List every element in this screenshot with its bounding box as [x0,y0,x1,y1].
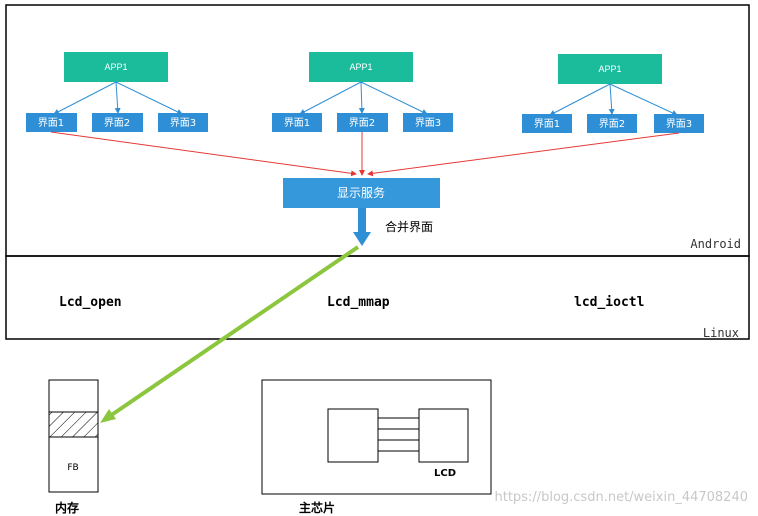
func-lcd-ioctl: lcd_ioctl [574,295,644,310]
page-label-3: 界面3 [666,118,692,130]
page-box-3 [403,113,453,132]
watermark: https://blog.csdn.net/weixin_44708240 [494,490,748,505]
page-box-3 [158,113,208,132]
page-label-2: 界面2 [104,117,130,129]
app-label: APP1 [104,62,127,72]
page-label-1: 界面1 [38,117,64,129]
memory-block: FB [48,379,99,493]
app-label: APP1 [598,64,621,74]
app-label: APP1 [349,62,372,72]
display-service-box [283,178,440,208]
page-box-1 [26,113,77,132]
app-group-2: APP1 界面1 界面2 界面3 [272,52,453,132]
merge-lines [50,131,680,177]
app-box [64,52,168,82]
app-box [558,54,662,84]
fb-hatched-region [48,411,99,438]
green-arrow [100,245,360,423]
func-lcd-mmap: Lcd_mmap [327,295,390,310]
display-service-label: 显示服务 [337,185,385,200]
merge-label: 合并界面 [385,219,433,234]
fb-label: FB [67,463,78,473]
main-chip: LCD [261,379,492,495]
android-label: Android [690,237,741,251]
lcd-label: LCD [434,468,456,479]
page-label-3: 界面3 [415,117,441,129]
page-box-2 [337,113,388,132]
page-box-1 [272,113,322,132]
page-box-1 [522,114,572,133]
chip-caption: 主芯片 [299,500,335,515]
page-label-1: 界面1 [534,118,560,130]
page-box-2 [92,113,143,132]
linux-layer [5,255,750,340]
app-group-1: APP1 界面1 界面2 界面3 [26,52,208,132]
lcd-module [418,408,469,463]
memory-caption: 内存 [55,500,79,515]
page-label-2: 界面2 [599,118,625,130]
page-box-2 [587,114,637,133]
app-box [309,52,413,82]
down-arrow-icon [353,208,371,246]
page-label-3: 界面3 [170,117,196,129]
page-box-3 [654,114,704,133]
app-group-3: APP1 界面1 界面2 界面3 [522,54,704,133]
func-lcd-open: Lcd_open [59,295,122,310]
page-label-1: 界面1 [284,117,310,129]
linux-label: Linux [703,326,739,340]
chip-core [327,408,379,463]
page-label-2: 界面2 [349,117,375,129]
